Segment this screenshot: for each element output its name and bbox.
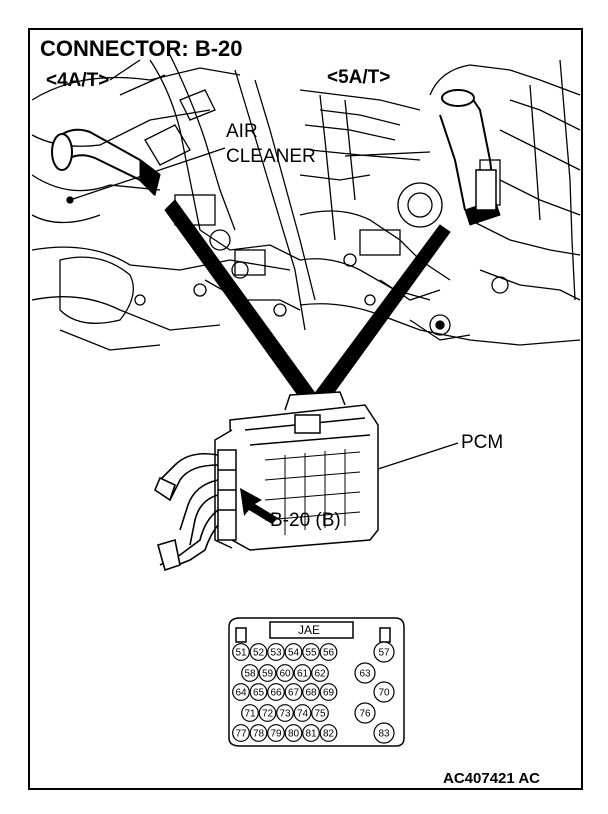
connector-pin-82 — [319, 724, 338, 742]
connector-maker-label: JAE — [298, 623, 321, 637]
connector-pin-67 — [284, 683, 303, 701]
connector-pin-53 — [267, 643, 285, 661]
pcm-label: PCM — [461, 432, 504, 453]
connector-pin-label: 55 — [305, 648, 317, 659]
connector-pin-71 — [241, 704, 259, 722]
connector-pin-label: 74 — [297, 709, 309, 720]
connector-arrow — [240, 488, 278, 524]
connector-pin-78 — [249, 724, 268, 742]
air-cleaner-leader-right — [344, 151, 431, 157]
connector-pin-label: 54 — [288, 648, 300, 659]
connector-pin-label: 81 — [305, 729, 317, 740]
air-cleaner-label-line2: CLEANER — [226, 146, 316, 167]
connector-pin-label: 53 — [270, 648, 282, 659]
connector-pin-label: 73 — [279, 709, 291, 720]
connector-pin-label: 76 — [359, 709, 371, 720]
connector-pin-label: 68 — [305, 688, 317, 699]
air-cleaner-hose-right — [439, 89, 501, 226]
connector-pin-label: 70 — [378, 688, 390, 699]
view-pointers — [164, 199, 451, 406]
connector-pin-75 — [311, 704, 329, 722]
connector-pin-label: 52 — [253, 648, 265, 659]
pointer-left — [164, 199, 321, 406]
connector-pin-label: 61 — [297, 669, 309, 680]
connector-pin-label: 80 — [288, 729, 300, 740]
pointer-right — [309, 224, 451, 406]
connector-pin-label: 82 — [323, 729, 335, 740]
connector-pin-83 — [373, 722, 395, 744]
connector-pin-76 — [354, 702, 376, 724]
connector-pin-label: 71 — [244, 709, 256, 720]
connector-pin-55 — [302, 643, 320, 661]
variant-4at-label: <4A/T> — [46, 70, 110, 91]
connector-pin-81 — [302, 724, 320, 742]
connector-pin-label: 63 — [359, 669, 371, 680]
callout-leaders — [69, 147, 459, 471]
connector-pin-label: 62 — [314, 669, 326, 680]
connector-pin-63 — [354, 662, 376, 684]
wire-harness — [154, 452, 219, 572]
connector-pin-label: 51 — [235, 648, 247, 659]
connector-pin-60 — [276, 664, 294, 682]
connector-pin-66 — [267, 683, 285, 701]
variant-5at-label: <5A/T> — [327, 67, 391, 88]
connector-pin-label: 58 — [244, 669, 256, 680]
connector-pin-label: 75 — [314, 709, 326, 720]
engine-bay-right — [299, 59, 581, 346]
connector-label: B-20 (B) — [270, 510, 341, 531]
connector-pin-73 — [276, 704, 294, 722]
connector-pin-62 — [311, 664, 329, 682]
connector-pin-70 — [373, 681, 395, 703]
air-cleaner-hose-left — [51, 128, 161, 196]
connector-pin-label: 65 — [253, 688, 265, 699]
connector-pin-65 — [249, 683, 268, 701]
connector-pin-label: 69 — [323, 688, 335, 699]
connector-pin-label: 77 — [235, 729, 247, 740]
connector-pin-54 — [284, 643, 303, 661]
connector-pin-77 — [232, 724, 250, 742]
connector-pin-56 — [319, 643, 338, 661]
connector-pin-51 — [232, 643, 250, 661]
connector-pin-52 — [249, 643, 268, 661]
connector-pins: 51 52 53 54 55 56 57 58 59 60 61 62 63 64 65 66 67 68 69 70… — [232, 641, 395, 744]
connector-key-tab — [269, 621, 354, 639]
connector-pin-label: 64 — [235, 688, 247, 699]
connector-pin-68 — [302, 683, 320, 701]
connector-pin-label: 83 — [378, 729, 390, 740]
connector-pin-80 — [284, 724, 303, 742]
connector-pin-label: 72 — [262, 709, 274, 720]
connector-pin-label: 79 — [270, 729, 282, 740]
connector-pin-61 — [293, 664, 312, 682]
connector-pin-74 — [293, 704, 312, 722]
connector-pin-64 — [232, 683, 250, 701]
connector-pin-69 — [319, 683, 338, 701]
connector-pin-59 — [258, 664, 277, 682]
document-id: AC407421 AC — [443, 770, 540, 787]
connector-pin-label: 56 — [323, 648, 335, 659]
connector-pin-72 — [258, 704, 277, 722]
connector-pin-label: 59 — [262, 669, 274, 680]
air-cleaner-leader-left — [69, 147, 226, 201]
pcm-leader — [374, 442, 459, 471]
connector-pin-label: 66 — [270, 688, 282, 699]
page-title: CONNECTOR: B-20 — [40, 36, 243, 61]
connector-pin-label: 60 — [279, 669, 291, 680]
connector-pin-label: 67 — [288, 688, 300, 699]
connector-pin-label: 57 — [378, 648, 390, 659]
connector-pin-58 — [241, 664, 259, 682]
connector-pin-79 — [267, 724, 285, 742]
connector-pin-57 — [373, 641, 395, 663]
air-cleaner-label-line1: AIR — [226, 121, 258, 142]
connector-pin-label: 78 — [253, 729, 265, 740]
diagram-frame — [28, 28, 583, 790]
